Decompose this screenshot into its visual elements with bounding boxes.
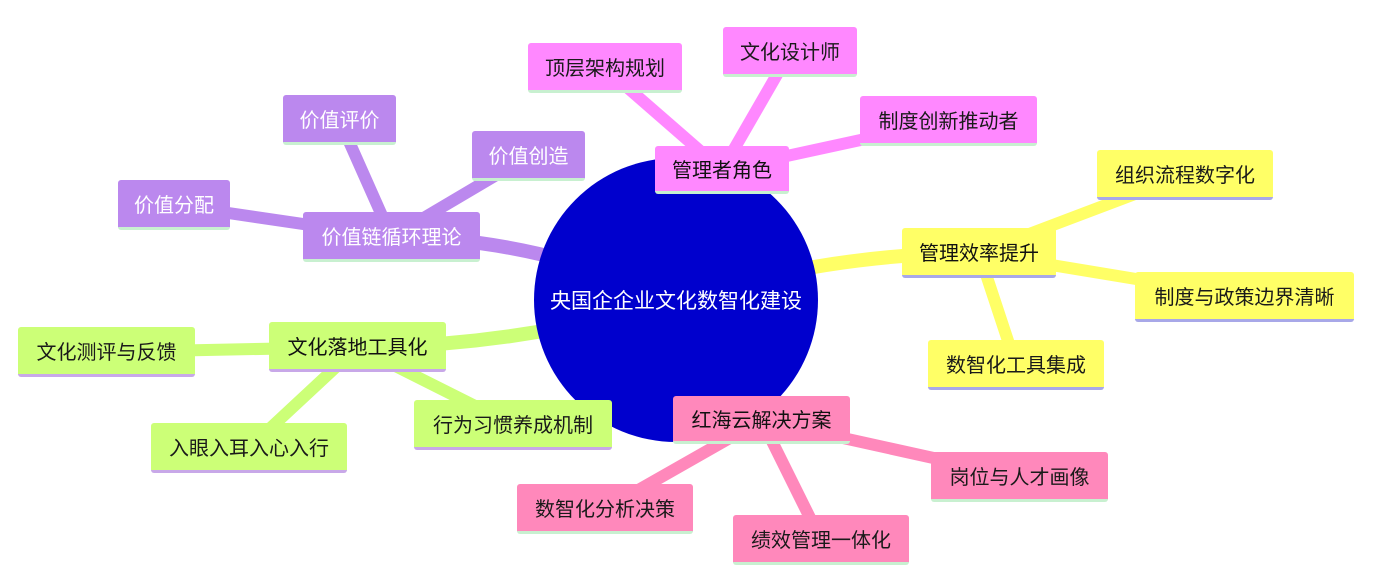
branch-hongyun[interactable]: 红海云解决方案 — [673, 396, 850, 444]
leaf-manager-role-0[interactable]: 顶层架构规划 — [528, 43, 682, 93]
branch-manager-role[interactable]: 管理者角色 — [655, 146, 789, 194]
leaf-efficiency-1[interactable]: 制度与政策边界清晰 — [1135, 272, 1354, 322]
leaf-value-chain-1[interactable]: 价值评价 — [283, 95, 396, 145]
leaf-value-chain-2[interactable]: 价值分配 — [118, 180, 230, 230]
center-node[interactable]: 央国企企业文化数智化建设 — [534, 158, 818, 442]
leaf-hongyun-1[interactable]: 绩效管理一体化 — [733, 515, 909, 565]
branch-efficiency[interactable]: 管理效率提升 — [902, 228, 1056, 278]
leaf-culture-tools-2[interactable]: 文化测评与反馈 — [18, 327, 195, 377]
leaf-value-chain-0[interactable]: 价值创造 — [472, 131, 585, 181]
leaf-culture-tools-0[interactable]: 行为习惯养成机制 — [414, 400, 612, 450]
leaf-efficiency-2[interactable]: 数智化工具集成 — [928, 340, 1104, 390]
leaf-manager-role-2[interactable]: 制度创新推动者 — [860, 96, 1037, 146]
branch-culture-tools[interactable]: 文化落地工具化 — [269, 322, 446, 372]
leaf-manager-role-1[interactable]: 文化设计师 — [723, 27, 857, 77]
leaf-hongyun-0[interactable]: 岗位与人才画像 — [931, 452, 1108, 502]
leaf-hongyun-2[interactable]: 数智化分析决策 — [517, 484, 693, 534]
branch-value-chain[interactable]: 价值链循环理论 — [303, 212, 480, 262]
leaf-culture-tools-1[interactable]: 入眼入耳入心入行 — [151, 423, 347, 473]
leaf-efficiency-0[interactable]: 组织流程数字化 — [1097, 150, 1273, 200]
